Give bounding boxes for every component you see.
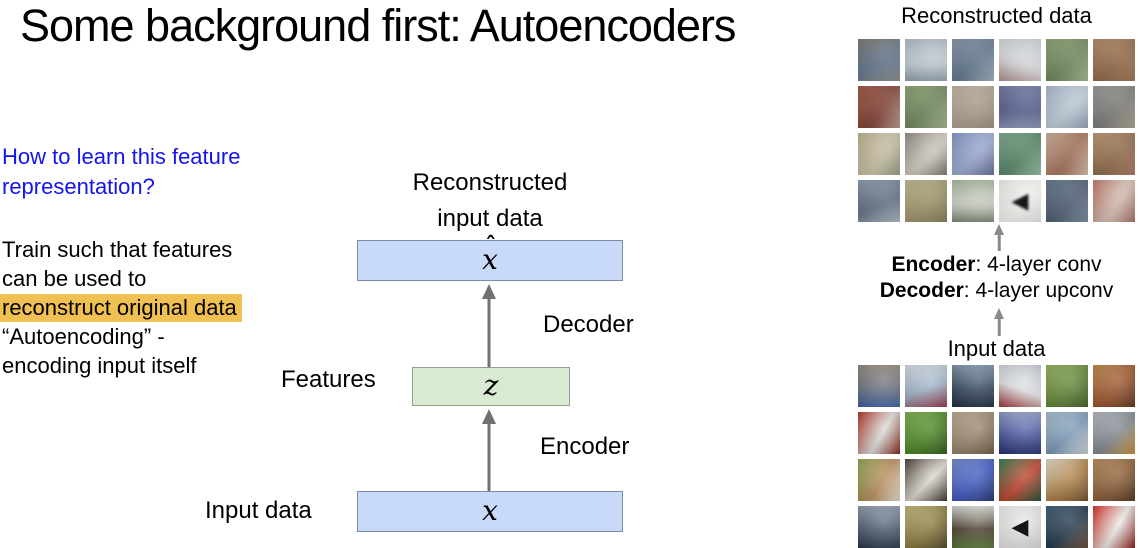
tile-image [905,506,947,548]
body-line: reconstruct original data [0,293,322,322]
tile-image [1093,506,1135,548]
tile-image [1093,180,1135,222]
tile-image: ◀ [999,180,1041,222]
jet-silhouette-icon: ◀ [1011,514,1029,539]
xhat-letter: x [482,242,498,276]
tile-image [858,39,900,81]
arrowhead-icon [994,224,1004,235]
encoder-decoder-description: Encoder: 4-layer conv Decoder: 4-layer u… [848,252,1140,304]
tile-image [1046,412,1088,454]
tile-image [952,412,994,454]
x-symbol: x [482,493,498,527]
body-line: Train such that features [2,237,233,262]
arrowhead-icon [482,409,496,424]
tile-image [905,180,947,222]
tile-image [952,180,994,222]
tile-image [905,459,947,501]
arrowhead-icon [482,284,496,299]
encoder-label: Encoder [540,433,630,460]
tile-image [999,365,1041,407]
tile-image [1046,459,1088,501]
encoder-line: Encoder: 4-layer conv [848,252,1140,278]
tile-image [952,459,994,501]
tile-image [1046,180,1088,222]
features-label: Features [281,366,376,393]
up-arrow [988,308,1010,336]
reconstructed-image-grid: ◀ [858,39,1135,222]
label-line: Reconstructed [412,169,568,196]
tile-image [1093,365,1135,407]
tile-image [952,39,994,81]
tile-image [858,180,900,222]
reconstructed-input-label: Reconstructed input data [357,165,623,237]
body-line: “Autoencoding” - [2,324,165,349]
arrow-stem [487,296,491,367]
tile-image [1093,39,1135,81]
tile-image [999,39,1041,81]
tile-image [1046,133,1088,175]
tile-image [952,133,994,175]
tile-image [999,459,1041,501]
tile-image [905,39,947,81]
tile-image [952,86,994,128]
tile-image [1093,459,1135,501]
tile-image: ◀ [999,506,1041,548]
arrowhead-icon [994,308,1004,319]
tile-image [858,133,900,175]
input-image-grid: ◀ [858,365,1135,548]
decoder-label: Decoder [543,311,634,338]
arrow-stem [487,421,491,491]
tile-image [858,365,900,407]
jet-silhouette-icon: ◀ [1011,188,1029,213]
input-data-label: Input data [205,497,312,524]
body-text: Train such that features can be used to … [0,235,322,380]
x-box: x [357,491,623,532]
decoder-word: Decoder [879,279,964,302]
tile-image [905,365,947,407]
z-box: z [412,367,570,406]
tile-image [905,412,947,454]
tile-image [999,133,1041,175]
reconstructed-data-title: Reconstructed data [901,3,1092,28]
tile-image [858,506,900,548]
encoder-word: Encoder [891,253,976,276]
tile-image [1093,86,1135,128]
decoder-up-arrow [478,284,500,367]
slide-title: Some background first: Autoencoders [20,0,736,51]
tile-image [1093,133,1135,175]
hat-accent: ˆ [485,232,497,259]
input-data-title: Input data [947,336,1046,361]
tile-image [952,506,994,548]
decoder-line: Decoder: 4-layer upconv [848,278,1140,304]
z-symbol: z [483,368,499,402]
tile-image [999,412,1041,454]
tile-image [952,365,994,407]
tile-image [905,86,947,128]
decoder-detail: : 4-layer upconv [963,279,1114,302]
arrow-stem [997,233,1001,251]
body-line: encoding input itself [2,353,197,378]
tile-image [1046,506,1088,548]
up-arrow [988,224,1010,251]
label-line: input data [437,205,543,232]
body-line: can be used to [2,266,147,291]
highlighted-text: reconstruct original data [0,294,242,322]
encoder-detail: : 4-layer conv [975,253,1102,276]
tile-image [1046,365,1088,407]
encoder-up-arrow [478,409,500,491]
tile-image [905,133,947,175]
question-text: How to learn this feature representation… [2,144,241,199]
tile-image [858,412,900,454]
tile-image [1046,39,1088,81]
tile-image [858,86,900,128]
tile-image [858,459,900,501]
arrow-stem [997,317,1001,336]
tile-image [1093,412,1135,454]
tile-image [1046,86,1088,128]
tile-image [999,86,1041,128]
